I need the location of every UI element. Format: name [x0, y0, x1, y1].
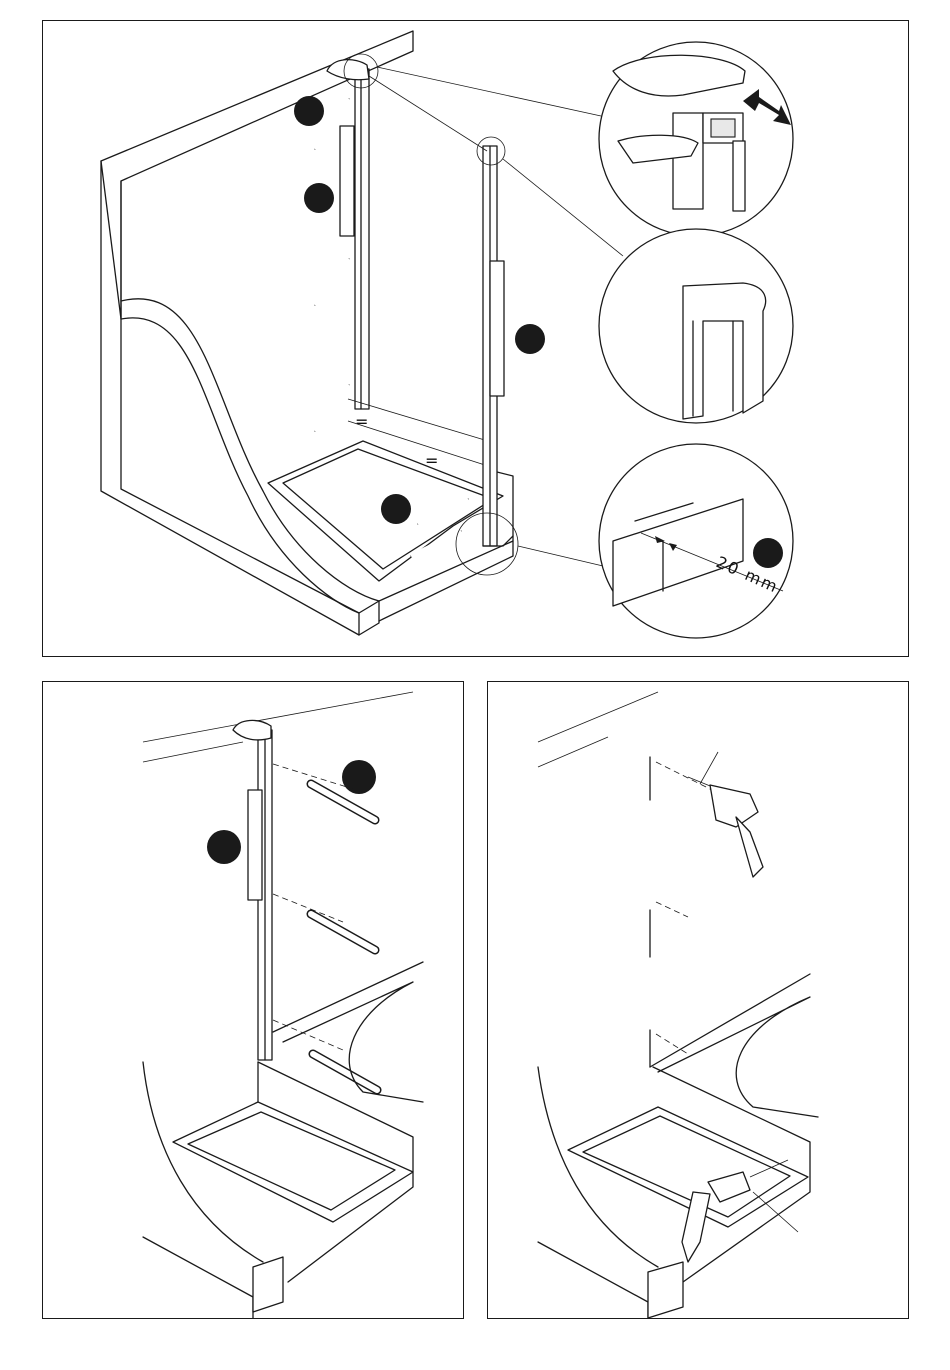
step-marker-4 [381, 494, 411, 524]
panel-bottom-right-drilling [487, 681, 909, 1319]
left-wall-profile [348, 69, 488, 466]
spirit-level [248, 790, 262, 900]
spirit-level-right [490, 261, 504, 396]
drill-icon [688, 752, 763, 877]
detail-profile-joint [599, 229, 793, 423]
detail-profile-adjust [599, 42, 793, 236]
pencils [311, 784, 377, 1090]
equal-mark-2: = [425, 451, 440, 470]
bottom-right-illustration [488, 682, 909, 1319]
equal-mark-1: = [355, 412, 370, 431]
step-marker-2 [207, 830, 241, 864]
bottom-left-illustration [43, 682, 464, 1319]
wall-slab [143, 1062, 283, 1319]
top-illustration: = = [43, 21, 909, 657]
step-marker-1 [294, 96, 324, 126]
step-marker-3 [515, 324, 545, 354]
step-marker-5 [753, 538, 783, 568]
hand-icon [233, 720, 271, 740]
shower-tray [173, 962, 423, 1282]
shower-tray [268, 441, 513, 621]
detail-20mm-offset: 20 mm [599, 444, 793, 638]
panel-bottom-left-marking [42, 681, 464, 1319]
panel-top-enclosure-overview: = = [42, 20, 909, 657]
step-marker-2 [304, 183, 334, 213]
spirit-level-left [340, 126, 354, 236]
step-marker-1 [342, 760, 376, 794]
